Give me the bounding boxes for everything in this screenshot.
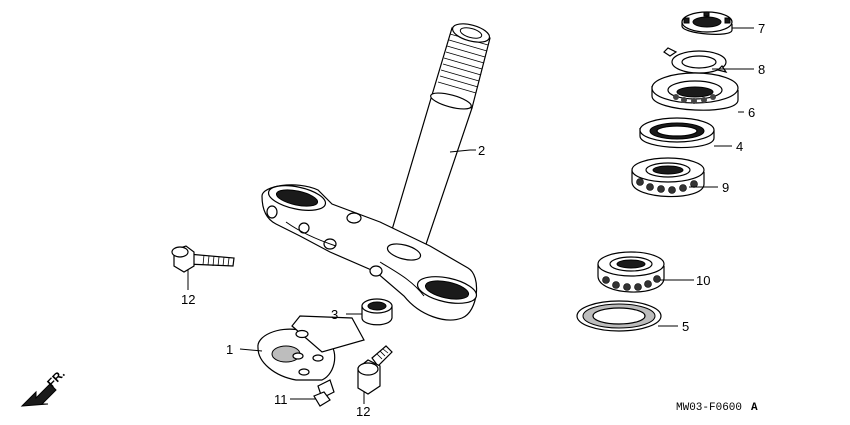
figure-suffix: A (751, 402, 758, 414)
bolt-part-12-bottom (357, 345, 393, 395)
upper-bearing-part-9 (631, 157, 705, 198)
callout-11: 11 (274, 392, 288, 407)
lower-triple-clamp (261, 184, 478, 321)
callout-4: 4 (736, 139, 743, 154)
hose-guide-part-1 (257, 315, 365, 381)
steering-stem-part-2 (385, 23, 491, 263)
callout-2: 2 (478, 143, 485, 158)
lock-nut-part-7 (681, 11, 733, 35)
callout-6: 6 (748, 105, 755, 120)
callout-1: 1 (226, 342, 233, 357)
callout-10: 10 (696, 273, 710, 288)
bearing-race-part-6 (651, 72, 739, 111)
callout-7: 7 (758, 21, 765, 36)
lock-washer-part-8 (663, 47, 728, 74)
figure-code: MW03-F0600 (676, 402, 742, 414)
dust-seal-part-5 (576, 300, 662, 332)
callout-9: 9 (722, 180, 729, 195)
front-direction-arrow: FR. (20, 367, 68, 407)
bolt-part-12-left (171, 245, 235, 273)
leader-lines (187, 27, 754, 404)
collar-part-3 (361, 298, 393, 326)
lower-bearing-part-10 (597, 251, 665, 293)
callout-12-left: 12 (181, 292, 195, 307)
dust-seal-part-4 (639, 117, 715, 149)
callout-12-bottom: 12 (356, 404, 370, 419)
screw-part-11 (313, 379, 335, 407)
callout-3: 3 (331, 307, 338, 322)
callout-5: 5 (682, 319, 689, 334)
callout-8: 8 (758, 62, 765, 77)
